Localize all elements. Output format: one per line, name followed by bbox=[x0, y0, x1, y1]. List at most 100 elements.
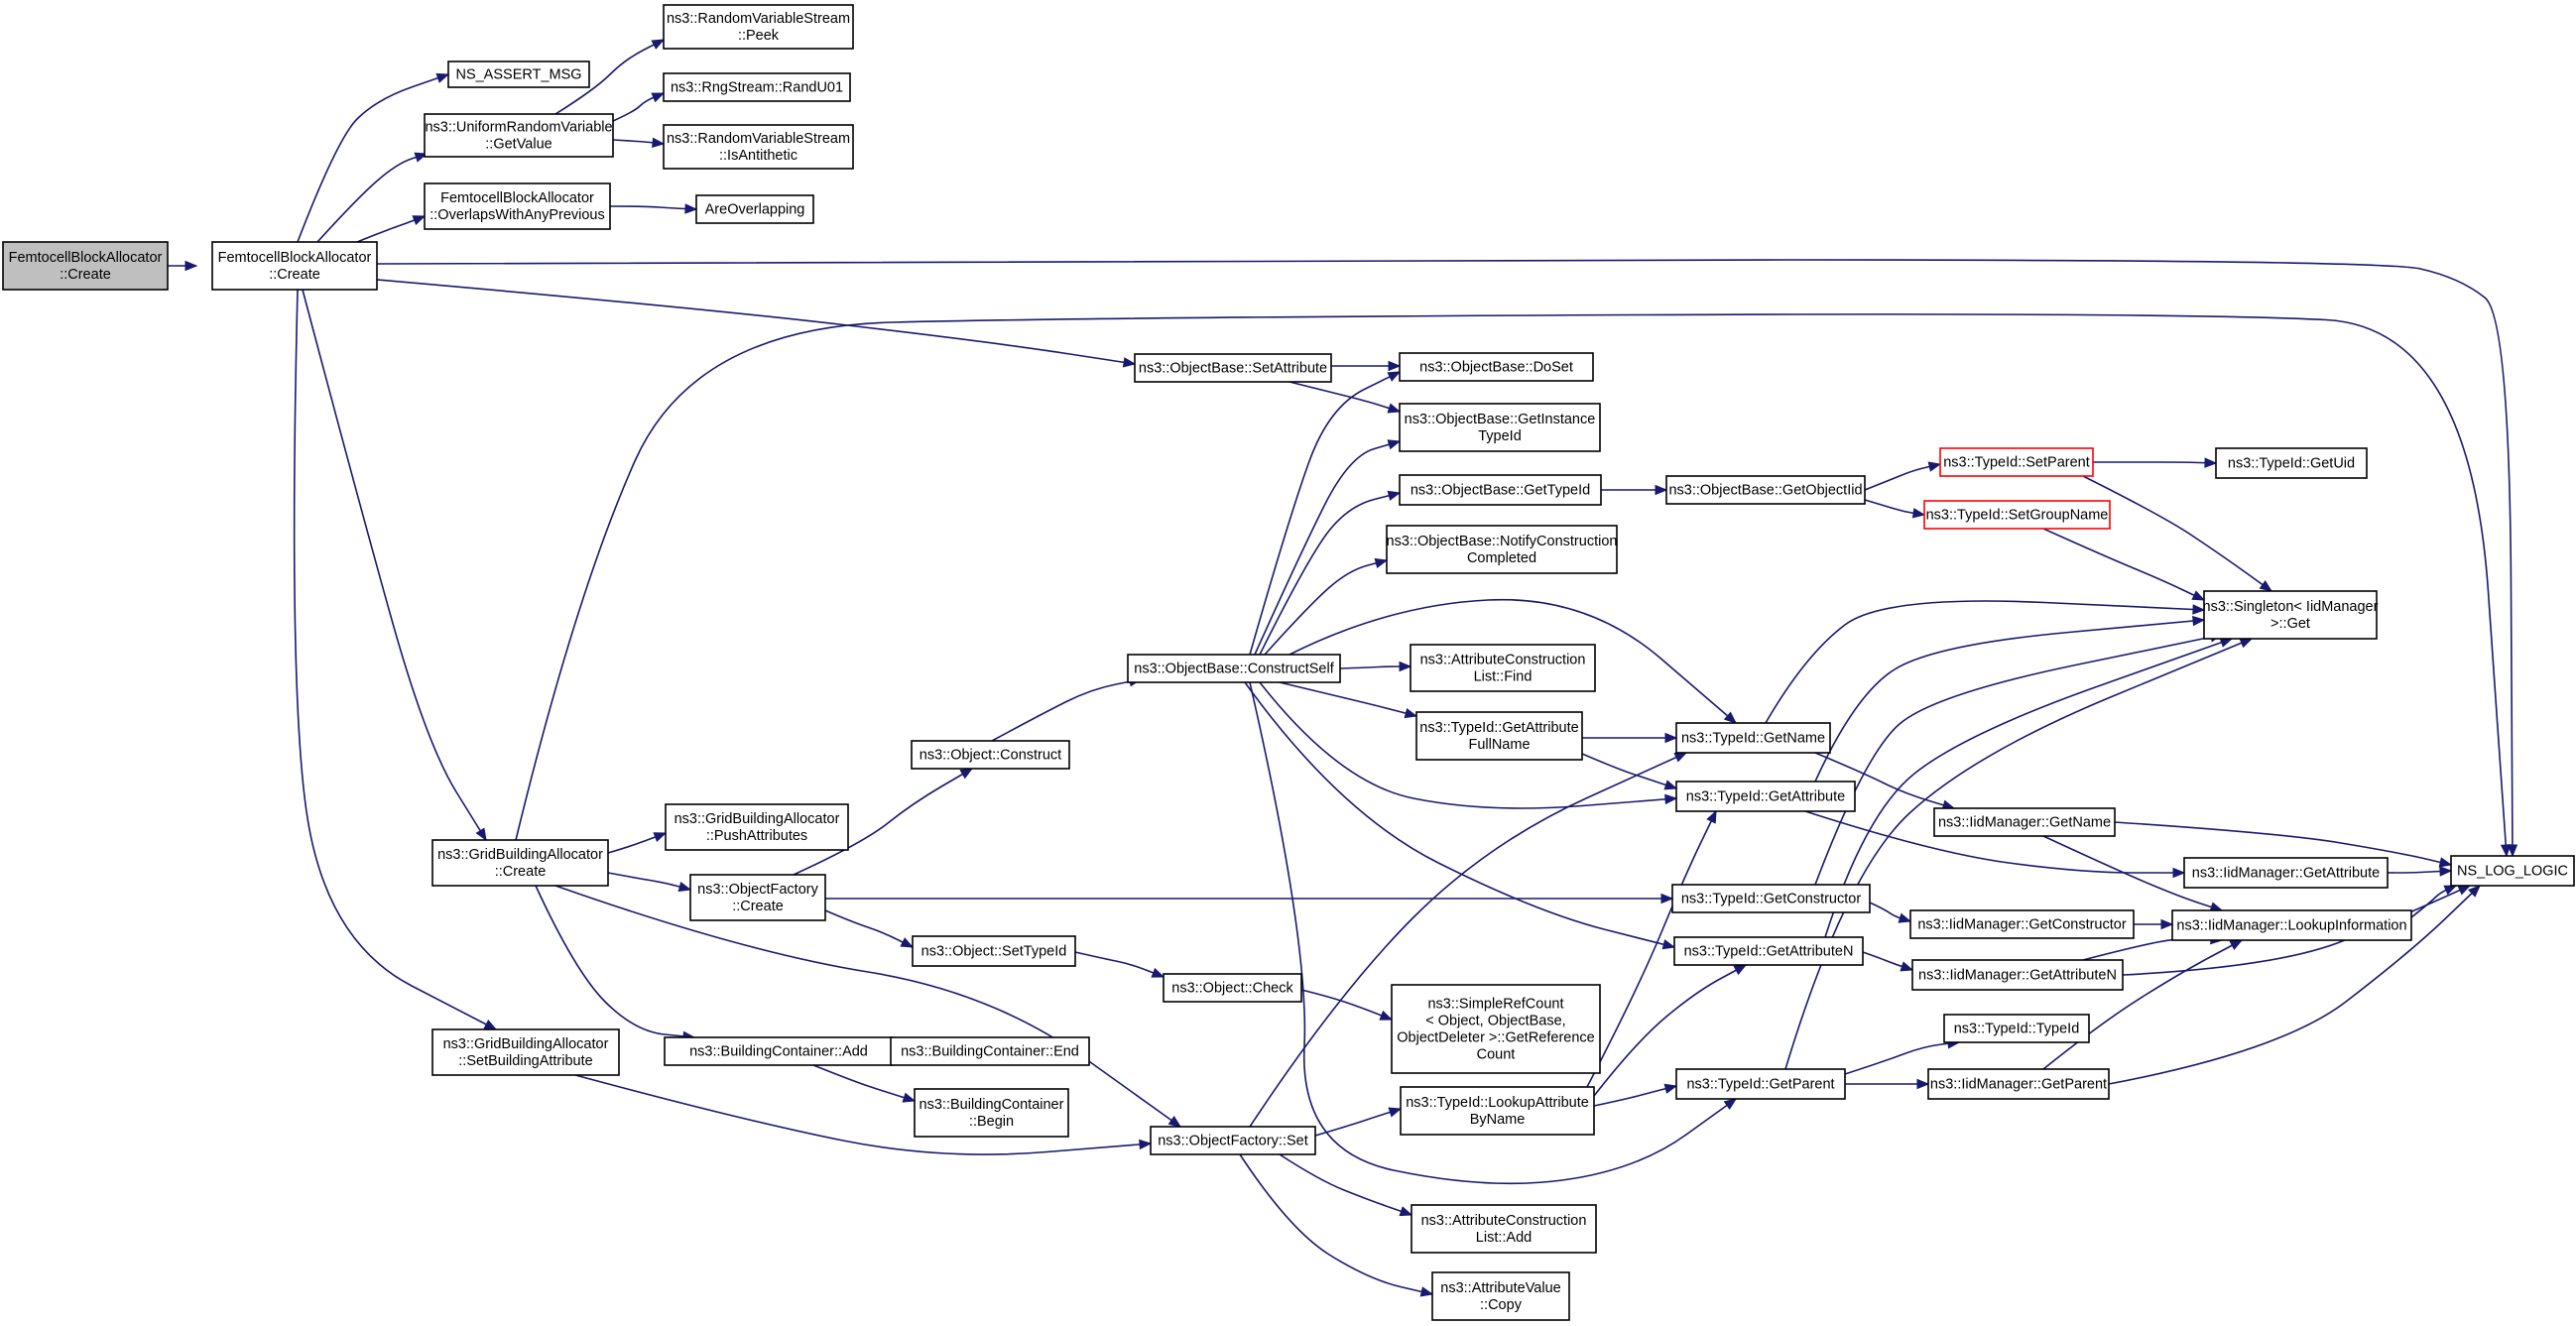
node-iid-getparent[interactable]: ns3::IidManager::GetParent bbox=[1927, 1068, 2110, 1100]
node-urv-getvalue[interactable]: ns3::UniformRandomVariable::GetValue bbox=[424, 113, 614, 158]
node-of-create[interactable]: ns3::ObjectFactory::Create bbox=[689, 874, 826, 921]
node-box bbox=[1410, 644, 1596, 692]
node-label-line: ::Create bbox=[269, 267, 320, 283]
node-label-line: ::Copy bbox=[1480, 1297, 1523, 1313]
node-tid-getname[interactable]: ns3::TypeId::GetName bbox=[1675, 722, 1831, 754]
node-ob-gettypeid[interactable]: ns3::ObjectBase::GetTypeId bbox=[1399, 474, 1602, 506]
node-ob-getobjectiid[interactable]: ns3::ObjectBase::GetObjectIid bbox=[1665, 475, 1866, 505]
node-tid-setgroupname[interactable]: ns3::TypeId::SetGroupName bbox=[1923, 500, 2111, 530]
node-singleton-get[interactable]: ns3::Singleton< IidManager>::Get bbox=[2203, 590, 2379, 640]
node-tid-typeid[interactable]: ns3::TypeId::TypeId bbox=[1943, 1014, 2090, 1043]
node-gba-setbuilding[interactable]: ns3::GridBuildingAllocator::SetBuildingA… bbox=[431, 1028, 620, 1076]
node-label-line: ::Create bbox=[732, 899, 784, 914]
node-box bbox=[1411, 1204, 1597, 1254]
node-bc-end[interactable]: ns3::BuildingContainer::End bbox=[890, 1036, 1090, 1066]
node-label-line: NS_LOG_LOGIC bbox=[2457, 864, 2568, 880]
node-assert[interactable]: NS_ASSERT_MSG bbox=[447, 60, 590, 88]
node-tid-getattribute[interactable]: ns3::TypeId::GetAttribute bbox=[1675, 781, 1856, 812]
node-rvs-isanti[interactable]: ns3::RandomVariableStream::IsAntithetic bbox=[663, 124, 854, 170]
node-label-line: ns3::TypeId::GetConstructor bbox=[1681, 892, 1862, 907]
edge-ob-constructself-to-ob-gettypeid bbox=[1259, 490, 1402, 656]
node-box bbox=[1675, 1068, 1846, 1100]
node-box bbox=[424, 182, 611, 230]
node-box bbox=[1675, 781, 1856, 812]
edge-of-create-to-obj-construct bbox=[793, 768, 974, 876]
node-tid-getattributen[interactable]: ns3::TypeId::GetAttributeN bbox=[1673, 936, 1864, 966]
node-label-line: ns3::IidManager::GetConstructor bbox=[1917, 917, 2127, 933]
edge-tid-setparent-to-tid-getuid bbox=[2093, 457, 2218, 468]
node-ob-constructself[interactable]: ns3::ObjectBase::ConstructSelf bbox=[1127, 654, 1341, 683]
node-tid-getuid[interactable]: ns3::TypeId::GetUid bbox=[2215, 447, 2368, 479]
node-ob-notify[interactable]: ns3::ObjectBase::NotifyConstructionCompl… bbox=[1386, 525, 1618, 574]
edge-line bbox=[1259, 492, 1401, 656]
node-iid-getconstructor[interactable]: ns3::IidManager::GetConstructor bbox=[1909, 909, 2135, 939]
node-tid-getconstructor[interactable]: ns3::TypeId::GetConstructor bbox=[1671, 884, 1871, 913]
edge-line bbox=[607, 832, 667, 854]
node-rng-randu01[interactable]: ns3::RngStream::RandU01 bbox=[663, 72, 851, 102]
node-gba-push[interactable]: ns3::GridBuildingAllocator::PushAttribut… bbox=[665, 803, 849, 851]
node-av-copy[interactable]: ns3::AttributeValue::Copy bbox=[1431, 1271, 1570, 1321]
node-label-line: ns3::TypeId::SetParent bbox=[1943, 455, 2090, 471]
edge-arrowhead bbox=[1139, 1139, 1153, 1150]
node-label-line: ns3::TypeId::GetName bbox=[1681, 731, 1825, 747]
node-label-line: List::Add bbox=[1476, 1230, 1532, 1246]
node-iid-getname[interactable]: ns3::IidManager::GetName bbox=[1933, 807, 2116, 837]
node-tid-setparent[interactable]: ns3::TypeId::SetParent bbox=[1939, 447, 2094, 477]
edge-line bbox=[1288, 381, 1401, 413]
node-iid-getattribute[interactable]: ns3::IidManager::GetAttribute bbox=[2183, 857, 2389, 889]
edge-ob-constructself-to-tid-getname bbox=[1288, 598, 1738, 724]
node-bc-add[interactable]: ns3::BuildingContainer::Add bbox=[664, 1036, 894, 1066]
edge-line bbox=[1862, 951, 1913, 971]
edge-line bbox=[1288, 598, 1737, 724]
node-box bbox=[1665, 475, 1866, 505]
node-of-set[interactable]: ns3::ObjectFactory::Set bbox=[1150, 1126, 1316, 1155]
edge-arrowhead bbox=[483, 1020, 498, 1030]
edge-ob-constructself-to-tid-getparent bbox=[1249, 681, 1738, 1185]
node-ob-doset[interactable]: ns3::ObjectBase::DoSet bbox=[1399, 352, 1594, 382]
node-ob-setattr[interactable]: ns3::ObjectBase::SetAttribute bbox=[1134, 353, 1332, 383]
edge-line bbox=[2410, 885, 2457, 918]
edge-tid-getname-to-singleton-get bbox=[1765, 600, 2206, 724]
node-iid-lookupinfo[interactable]: ns3::IidManager::LookupInformation bbox=[2171, 909, 2412, 941]
edge-line bbox=[1765, 600, 2205, 724]
node-obj-check[interactable]: ns3::Object::Check bbox=[1163, 973, 1302, 1003]
node-iid-getattributen[interactable]: ns3::IidManager::GetAttributeN bbox=[1911, 959, 2124, 991]
edge-line bbox=[1239, 1153, 1433, 1295]
node-rvs-peek[interactable]: ns3::RandomVariableStream::Peek bbox=[663, 4, 854, 50]
edge-arrowhead bbox=[1927, 461, 1942, 472]
node-simplerefcount[interactable]: ns3::SimpleRefCount< Object, ObjectBase,… bbox=[1391, 984, 1601, 1074]
node-label-line: ns3::ObjectBase::GetInstance bbox=[1405, 412, 1596, 427]
node-label-line: ns3::RandomVariableStream bbox=[667, 131, 850, 147]
node-areoverlapping[interactable]: AreOverlapping bbox=[695, 194, 814, 224]
node-label-line: ns3::GridBuildingAllocator bbox=[675, 811, 840, 827]
node-box bbox=[1927, 1068, 2110, 1100]
node-gba-create[interactable]: ns3::GridBuildingAllocator::Create bbox=[431, 839, 609, 887]
node-label-line: ns3::IidManager::GetParent bbox=[1930, 1077, 2107, 1093]
edge-root-to-fba-create bbox=[168, 260, 198, 272]
node-bc-begin[interactable]: ns3::BuildingContainer::Begin bbox=[914, 1088, 1069, 1138]
edge-line bbox=[356, 215, 426, 243]
edge-arrowhead bbox=[1661, 939, 1676, 950]
node-obj-settypeid[interactable]: ns3::Object::SetTypeId bbox=[912, 935, 1076, 967]
edge-ob-constructself-to-tid-getattributen bbox=[1244, 681, 1676, 950]
edge-arrowhead bbox=[1723, 1098, 1738, 1110]
edge-arrowhead bbox=[1733, 964, 1748, 976]
node-ns-log-logic[interactable]: NS_LOG_LOGIC bbox=[2450, 855, 2575, 887]
node-root[interactable]: FemtocellBlockAllocator::Create bbox=[2, 241, 169, 291]
node-fba-overlaps[interactable]: FemtocellBlockAllocator::OverlapsWithAny… bbox=[424, 182, 611, 230]
node-fba-create[interactable]: FemtocellBlockAllocator::Create bbox=[211, 241, 378, 291]
edge-arrowhead bbox=[1399, 661, 1412, 672]
node-label-line: ns3::TypeId::LookupAttribute bbox=[1406, 1095, 1589, 1111]
node-label-line: ByName bbox=[1470, 1112, 1526, 1128]
edge-line bbox=[1249, 681, 1737, 1185]
edge-line bbox=[316, 153, 428, 243]
edge-arrowhead bbox=[677, 881, 692, 893]
node-obj-construct[interactable]: ns3::Object::Construct bbox=[911, 740, 1070, 770]
edge-arrowhead bbox=[1663, 1083, 1678, 1094]
node-tid-getparent[interactable]: ns3::TypeId::GetParent bbox=[1675, 1068, 1846, 1100]
